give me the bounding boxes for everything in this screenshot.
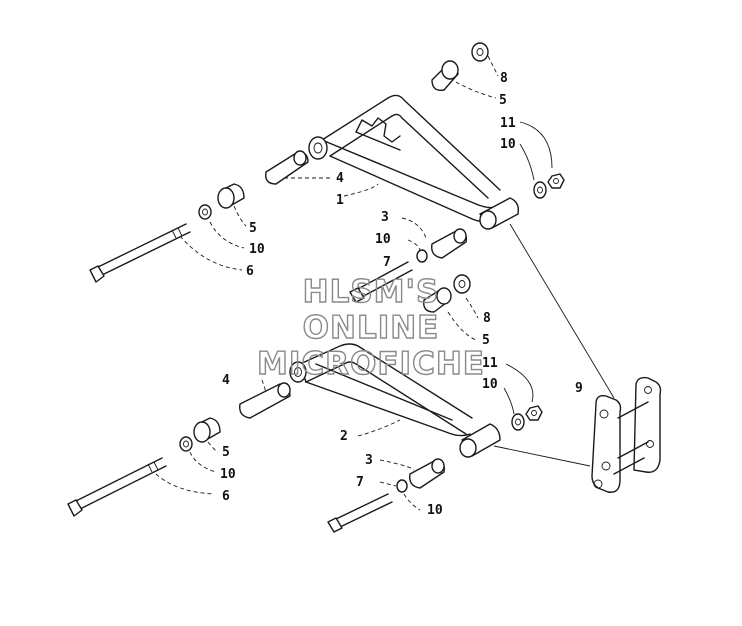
callout-lower-10-front: 10 — [220, 467, 236, 482]
lower-spacer-3 — [409, 458, 446, 489]
callouts-lower: 8 5 11 10 4 9 5 2 10 6 3 7 10 — [220, 311, 583, 518]
upper-washer-10-rear — [533, 181, 547, 199]
upper-bolt-6 — [89, 223, 191, 283]
mount-bracket-9 — [591, 376, 662, 493]
callout-upper-7: 7 — [383, 255, 391, 270]
upper-bushing-5-rear — [431, 60, 459, 91]
callout-lower-10-mid: 10 — [427, 503, 443, 518]
callout-upper-6: 6 — [246, 264, 254, 279]
leader-lines — [155, 55, 615, 511]
upper-washer-8 — [471, 42, 489, 62]
watermark-line-1: HLSM'S — [303, 274, 440, 310]
lower-bolt-6 — [67, 457, 167, 517]
callout-lower-7: 7 — [356, 475, 364, 490]
callout-lower-10-rear: 10 — [482, 377, 498, 392]
callout-lower-5-rear: 5 — [482, 333, 490, 348]
lower-washer-10-front — [179, 436, 193, 452]
callout-lower-6: 6 — [222, 489, 230, 504]
upper-spacer-3 — [431, 228, 468, 259]
lower-bolt-7 — [327, 493, 393, 533]
callout-upper-1: 1 — [336, 193, 344, 208]
callout-upper-10-front: 10 — [249, 242, 265, 257]
upper-washer-10-mid — [416, 249, 428, 263]
lower-spacer-4 — [239, 382, 291, 419]
upper-bushing-5-front — [217, 183, 245, 209]
callout-upper-8: 8 — [500, 71, 508, 86]
lower-nut-11 — [525, 405, 543, 421]
callout-upper-5-rear: 5 — [499, 93, 507, 108]
callout-lower-4: 4 — [222, 373, 230, 388]
watermark: HLSM'S ONLINE MICROFICHE — [256, 273, 485, 382]
callout-upper-10-mid: 10 — [375, 232, 391, 247]
lower-bushing-5-rear — [423, 287, 452, 313]
upper-bolt-7 — [349, 261, 413, 303]
callout-upper-10-rear: 10 — [500, 137, 516, 152]
lower-washer-10-rear — [511, 413, 525, 431]
callout-lower-11: 11 — [482, 356, 498, 371]
callout-upper-3: 3 — [381, 210, 389, 225]
lower-washer-8 — [453, 274, 471, 294]
callout-lower-2: 2 — [340, 429, 348, 444]
callout-upper-11: 11 — [500, 116, 516, 131]
lower-bushing-5-front — [193, 417, 221, 443]
callout-upper-4: 4 — [336, 171, 344, 186]
watermark-line-3: MICROFICHE — [257, 346, 485, 382]
callout-lower-8: 8 — [483, 311, 491, 326]
callout-lower-3: 3 — [365, 453, 373, 468]
upper-washer-10-front — [198, 204, 212, 220]
callout-lower-9: 9 — [575, 381, 583, 396]
upper-spacer-4 — [265, 150, 309, 185]
upper-a-arm — [308, 94, 520, 230]
lower-a-arm — [289, 343, 501, 458]
callouts-upper: 8 5 11 10 4 1 5 10 6 3 10 7 — [246, 71, 516, 279]
upper-nut-11 — [547, 173, 565, 189]
callout-lower-5-front: 5 — [222, 445, 230, 460]
watermark-line-2: ONLINE — [303, 310, 440, 346]
lower-washer-10-mid — [396, 479, 408, 493]
callout-upper-5-front: 5 — [249, 221, 257, 236]
